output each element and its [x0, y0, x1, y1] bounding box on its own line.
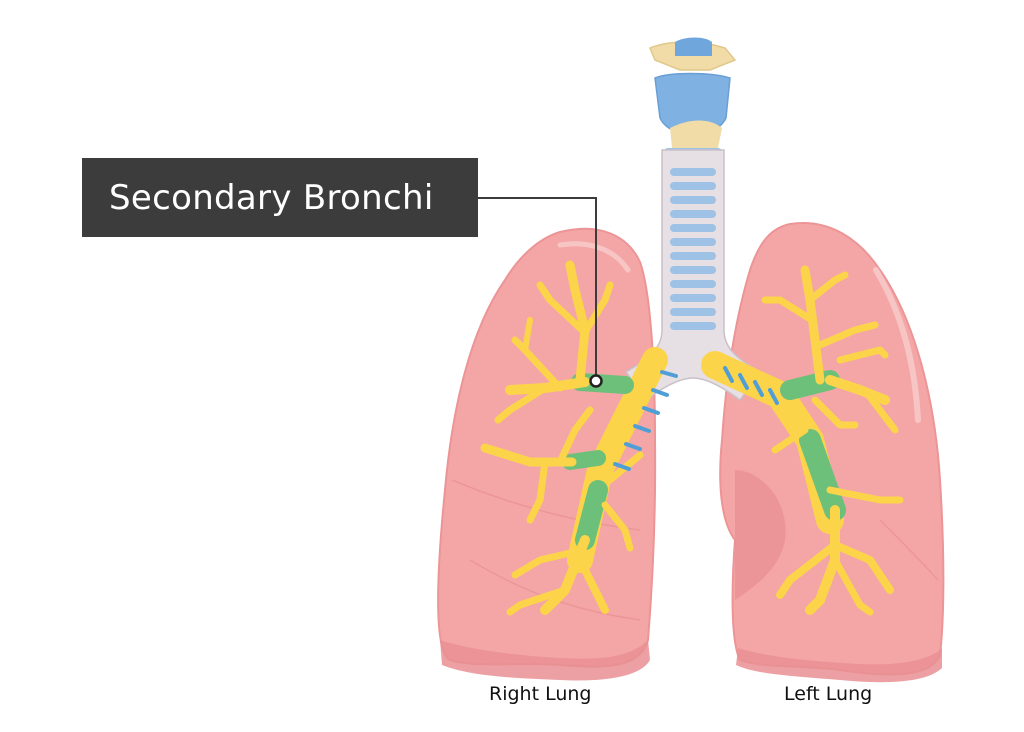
- trachea-ring: [670, 182, 716, 190]
- larynx: [649, 37, 737, 158]
- trachea-ring: [670, 252, 716, 260]
- right-lung-label: Right Lung: [489, 683, 592, 705]
- trachea-ring: [670, 168, 716, 176]
- callout-leader: [478, 197, 603, 388]
- bronchial-tree: [480, 260, 904, 616]
- left-lung-label: Left Lung: [784, 683, 873, 705]
- trachea-ring: [670, 266, 716, 274]
- callout-label: Secondary Bronchi: [109, 177, 434, 218]
- trachea-ring: [670, 280, 716, 288]
- callout-box: Secondary Bronchi: [82, 158, 478, 237]
- trachea-ring: [670, 294, 716, 302]
- trachea-ring: [670, 210, 716, 218]
- trachea-ring: [670, 224, 716, 232]
- trachea: [624, 149, 762, 402]
- trachea-rings: [670, 168, 716, 330]
- trachea-ring: [670, 196, 716, 204]
- callout-marker: [589, 374, 603, 388]
- trachea-ring: [670, 322, 716, 330]
- left-lung: [719, 222, 945, 683]
- trachea-ring: [670, 308, 716, 316]
- bronchus-cartilage-rings: [613, 366, 779, 471]
- trachea-ring: [670, 238, 716, 246]
